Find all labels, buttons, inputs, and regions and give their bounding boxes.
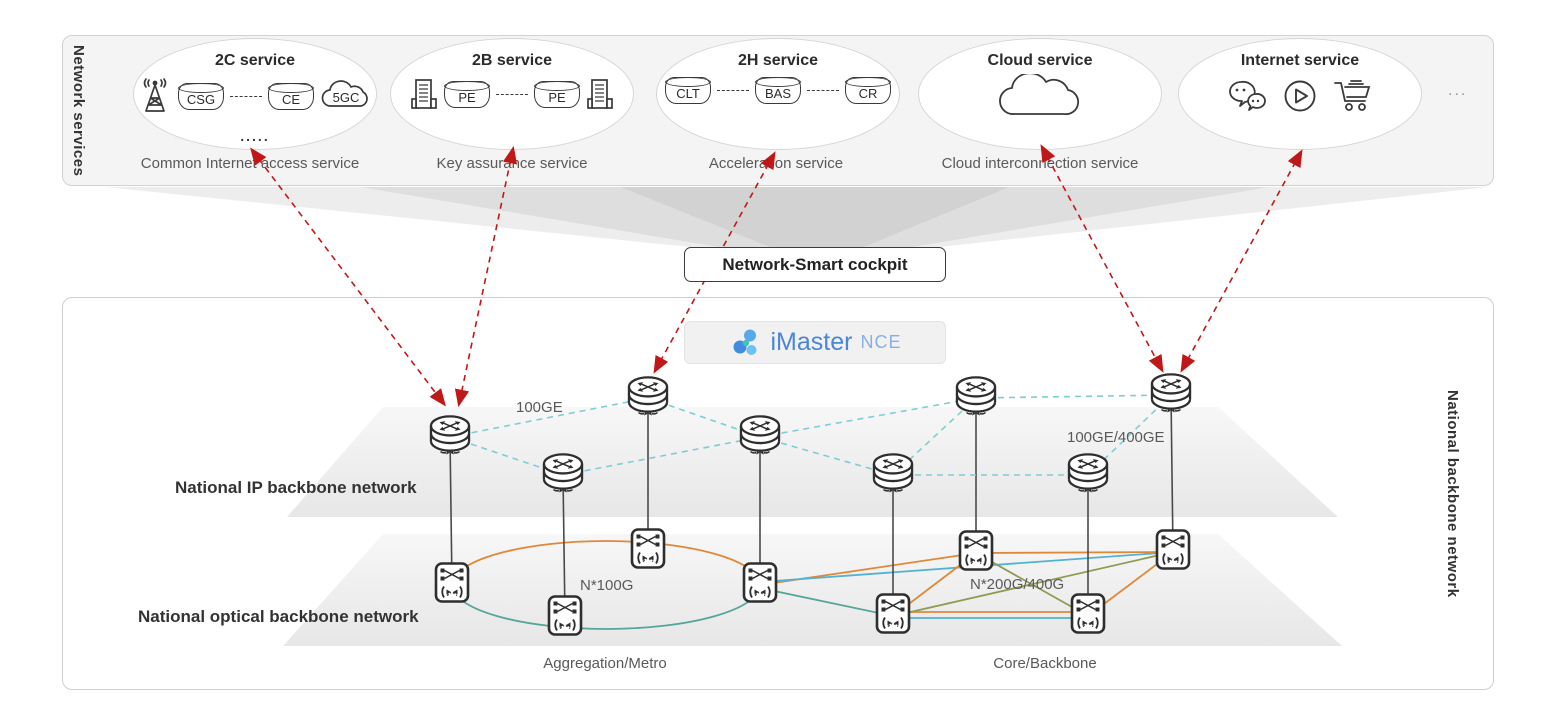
optical-switch-icon: [958, 530, 994, 577]
ip-router-icon: [625, 376, 671, 421]
more-services-indicator: ...: [1448, 82, 1468, 99]
network-node-pe: PE: [534, 80, 580, 108]
ip-router-icon: [737, 415, 783, 460]
ellipsis-dots: .....: [240, 128, 270, 144]
enterprise-building-icon: [411, 79, 437, 109]
zone-label-core-backbone: Core/Backbone: [993, 655, 1097, 672]
zone-label-aggregation-metro: Aggregation/Metro: [543, 655, 667, 672]
base-station-icon: [143, 78, 167, 112]
optical-switch-icon: [434, 562, 470, 609]
video-play-icon: [1284, 80, 1316, 112]
brand-text: iMaster: [770, 328, 853, 356]
optical-switch-icon: [1155, 529, 1191, 576]
bandwidth-label-100ge: 100GE: [516, 399, 563, 416]
wechat-icon: [1229, 80, 1266, 111]
service-bubble-2h: 2H service CLT BAS CR: [656, 38, 900, 150]
ip-router-icon: [540, 453, 586, 498]
ip-router-icon: [427, 415, 473, 460]
ip-router-icon: [1148, 373, 1194, 418]
service-title: Internet service: [1240, 52, 1360, 69]
network-node-ce: CE: [268, 82, 314, 110]
ip-router-icon: [1065, 453, 1111, 498]
service-caption: Cloud interconnection service: [941, 155, 1139, 172]
imaster-nce-badge: iMaster NCE: [684, 321, 946, 364]
network-node-bas: BAS: [755, 77, 801, 104]
dashed-link: [807, 90, 839, 91]
service-title: 2H service: [737, 52, 819, 69]
service-title: 2C service: [214, 52, 296, 69]
service-title: Cloud service: [987, 52, 1093, 69]
bandwidth-label-n200g-400g: N*200G/400G: [970, 576, 1065, 593]
dashed-link: [496, 93, 528, 95]
ip-router-icon: [953, 376, 999, 421]
service-bubble-cloud: Cloud service: [918, 38, 1162, 150]
dashed-link: [230, 95, 262, 97]
network-node-clt: CLT: [665, 77, 711, 104]
optical-switch-icon: [875, 593, 911, 640]
nce-propeller-icon: [733, 329, 756, 355]
shopping-cart-icon: [1334, 80, 1371, 111]
network-smart-cockpit-button: Network-Smart cockpit: [684, 247, 946, 282]
service-bubble-2c: 2C service CSG CE 5GC .....: [133, 38, 377, 150]
ip-router-icon: [870, 453, 916, 498]
5gc-cloud-icon: 5GC: [321, 80, 368, 107]
optical-layer-label: National optical backbone network: [138, 607, 419, 626]
optical-switch-icon: [1070, 593, 1106, 640]
enterprise-building-icon: [587, 79, 613, 109]
bandwidth-label-100ge-400ge: 100GE/400GE: [1067, 429, 1165, 446]
product-text: NCE: [860, 332, 902, 352]
network-node-cr: CR: [845, 77, 891, 104]
network-node-pe: PE: [444, 80, 490, 108]
service-bubble-2b: 2B service PE PE: [390, 38, 634, 150]
optical-switch-icon: [630, 528, 666, 575]
svg-text:5GC: 5GC: [333, 90, 360, 105]
service-title: 2B service: [471, 52, 553, 69]
network-node-csg: CSG: [178, 82, 224, 110]
national-backbone-panel-label: National backbone network: [1444, 389, 1461, 598]
network-services-panel-label: Network services: [70, 44, 87, 177]
bandwidth-label-n100g: N*100G: [580, 577, 634, 594]
dashed-link: [717, 90, 749, 91]
optical-switch-icon: [547, 595, 583, 642]
optical-switch-icon: [742, 562, 778, 609]
service-bubble-internet: Internet service: [1178, 38, 1422, 150]
cloud-icon: [999, 74, 1080, 116]
ip-layer-label: National IP backbone network: [175, 478, 417, 497]
